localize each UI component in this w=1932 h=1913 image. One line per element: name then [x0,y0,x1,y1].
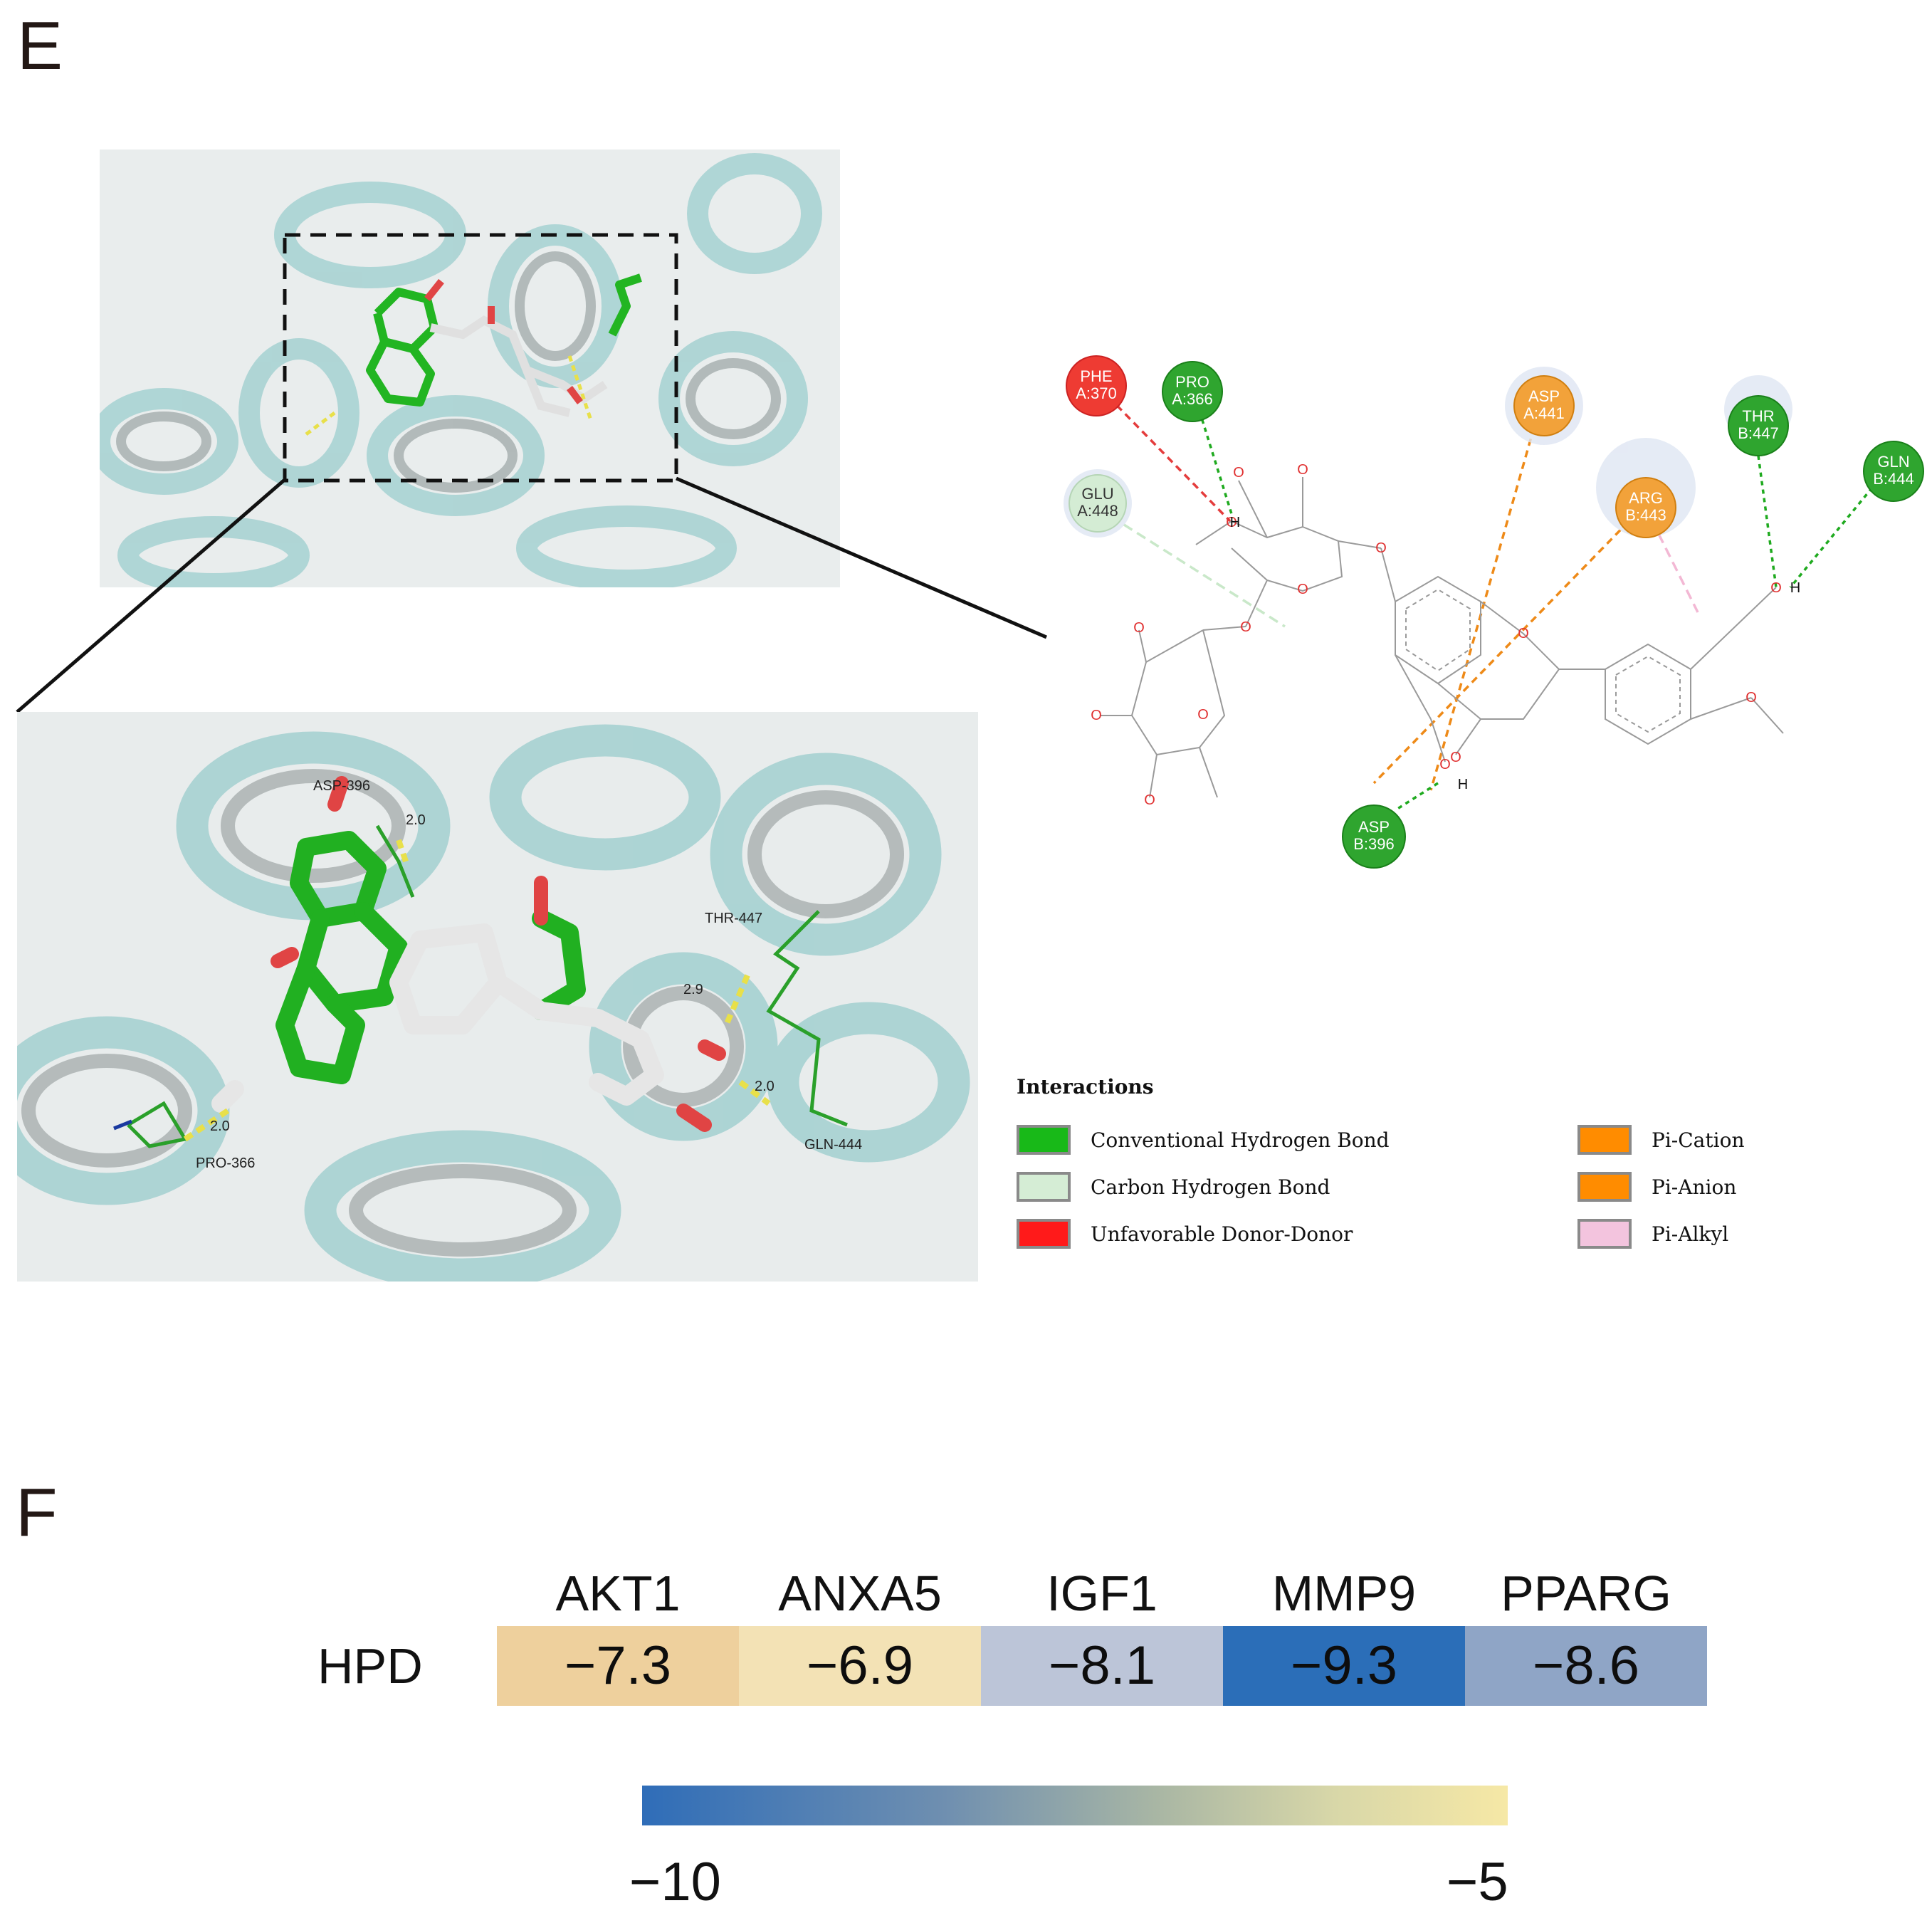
svg-text:A:448: A:448 [1077,502,1118,520]
atom-label-oxygen: O [1745,690,1757,706]
distance-label: 2.0 [406,812,426,828]
svg-text:PRO: PRO [1175,373,1209,391]
residue-label-asp396: ASP-396 [313,778,370,794]
distance-label: 2.0 [755,1079,775,1094]
svg-text:ASP: ASP [1528,387,1560,405]
interaction-line [1395,782,1439,812]
legend-left: Conventional Hydrogen Bond Carbon Hydrog… [1017,1116,1390,1257]
atom-label-oxygen: O [1518,626,1529,641]
interaction-line [1657,533,1699,613]
residue-asp-a441: ASP A:441 [1513,375,1575,436]
atom-label-hydrogen: H [1790,580,1800,596]
legend-swatch [1577,1172,1632,1202]
heatmap-cell: −8.6 [1465,1626,1707,1706]
residue-glu-a448: GLU A:448 [1069,474,1127,533]
residue-asp-b396: ASP B:396 [1342,804,1406,869]
zoom-line-left [16,477,288,713]
svg-text:B:444: B:444 [1873,470,1914,488]
residue-gln-b444: GLN B:444 [1863,441,1924,502]
atom-label-oxygen: O [1240,619,1251,635]
legend-item: Pi-Cation [1577,1116,1744,1163]
legend-item: Conventional Hydrogen Bond [1017,1116,1390,1163]
legend-item: Carbon Hydrogen Bond [1017,1163,1390,1210]
legend-item: Pi-Anion [1577,1163,1744,1210]
distance-label: 2.0 [210,1118,230,1134]
colorbar-tick-min: −10 [629,1852,721,1912]
protein-zoom-image [17,712,978,1282]
heatmap-cell: −7.3 [497,1626,739,1706]
atom-label-oxygen: O [1144,792,1155,808]
atom-label-oxygen: O [1226,515,1237,530]
legend-swatch [1017,1125,1071,1155]
zoom-box [283,233,678,483]
interaction-line [1757,455,1778,588]
colorbar [642,1786,1508,1825]
protein-overview-image [100,150,840,587]
panel-label-f: F [16,1474,58,1551]
svg-text:A:441: A:441 [1523,404,1565,422]
residue-thr-b447: THR B:447 [1728,395,1789,456]
svg-text:A:370: A:370 [1076,384,1117,402]
interaction-diagram: O O O O O O O O O O O O O O O H H H PHE … [1064,355,1924,869]
svg-text:GLU: GLU [1081,485,1113,503]
svg-text:B:443: B:443 [1625,506,1666,524]
interaction-line [1429,426,1535,791]
residue-arg-b443: ARG B:443 [1615,477,1676,538]
svg-text:A:366: A:366 [1172,390,1213,408]
residue-label-pro366: PRO-366 [196,1155,255,1171]
atom-label-oxygen: O [1770,580,1782,596]
legend-item: Unfavorable Donor-Donor [1017,1210,1390,1257]
interaction-line [1789,486,1874,589]
column-header: ANXA5 [778,1566,942,1621]
column-header: PPARG [1501,1566,1671,1621]
heatmap-cell: −9.3 [1223,1626,1465,1706]
atom-label-oxygen: O [1233,465,1244,481]
legend-swatch [1017,1219,1071,1249]
svg-text:B:447: B:447 [1738,424,1779,442]
legend-swatch [1577,1125,1632,1155]
svg-text:B:396: B:396 [1353,835,1395,853]
panel-label-e: E [17,8,63,84]
residue-label-gln444: GLN-444 [804,1137,862,1153]
zoom-line-right [676,476,1047,639]
interaction-line [1372,511,1639,785]
atom-label-oxygen: O [1375,540,1387,556]
heatmap-cell: −8.1 [981,1626,1223,1706]
legend-right: Pi-Cation Pi-Anion Pi-Alkyl [1577,1116,1744,1257]
column-header: MMP9 [1271,1566,1417,1621]
legend-swatch [1017,1172,1071,1202]
atom-label-oxygen: O [1197,707,1209,723]
atom-label-oxygen: O [1133,620,1145,636]
svg-text:ARG: ARG [1629,489,1663,507]
row-label: HPD [317,1638,423,1694]
legend-item: Pi-Alkyl [1577,1210,1744,1257]
legend-title: Interactions [1017,1075,1154,1099]
svg-text:THR: THR [1742,407,1774,425]
atom-label-hydrogen: H [1230,515,1240,530]
atom-label-oxygen: O [1297,582,1308,597]
residue-pro-a366: PRO A:366 [1162,361,1223,422]
atom-label-oxygen: O [1439,757,1451,772]
svg-text:ASP: ASP [1358,818,1390,836]
docking-figure: ASP-396 2.0 THR-447 2.9 PRO-366 2.0 GLN-… [16,150,1047,1282]
legend-swatch [1577,1219,1632,1249]
atom-label-oxygen: O [1091,708,1102,723]
atom-label-hydrogen: H [1458,777,1468,792]
atom-label-oxygen: O [1297,462,1308,478]
column-header: IGF1 [1046,1566,1157,1621]
interaction-line [1110,515,1286,628]
colorbar-tick-max: −5 [1447,1852,1508,1912]
svg-text:PHE: PHE [1080,367,1112,385]
heatmap-cell: −6.9 [739,1626,981,1706]
svg-text:GLN: GLN [1877,453,1909,471]
residue-label-thr447: THR-447 [705,911,762,926]
interaction-line [1098,387,1232,523]
atom-label-oxygen: O [1450,750,1461,765]
column-header: AKT1 [555,1566,681,1621]
residue-phe-a370: PHE A:370 [1066,355,1127,416]
distance-label: 2.9 [683,982,703,997]
